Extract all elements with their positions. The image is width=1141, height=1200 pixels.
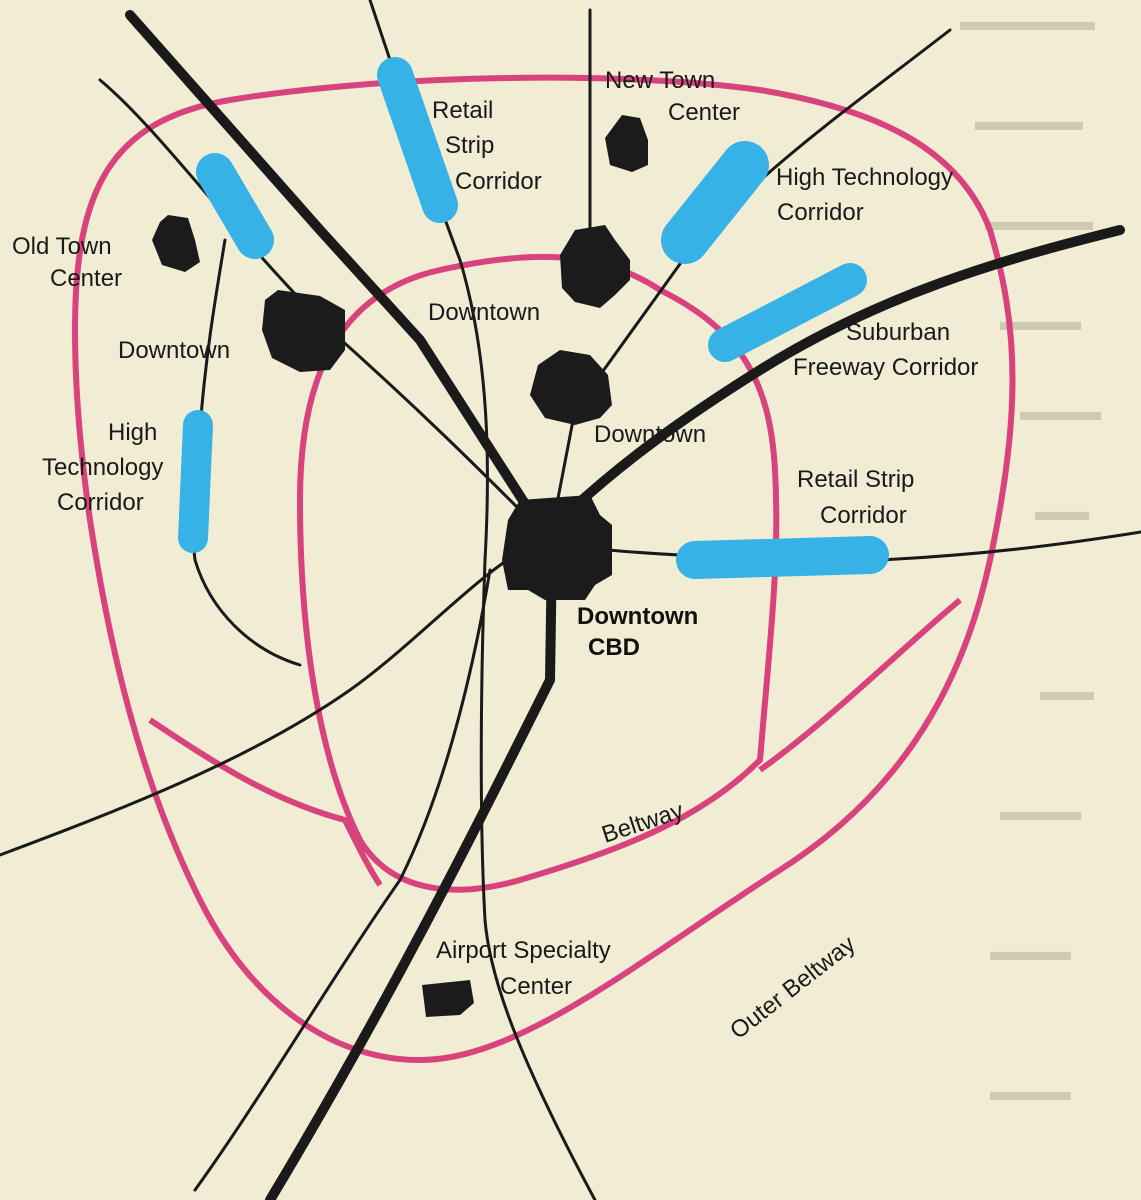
freeways bbox=[125, 10, 1125, 1200]
label-new-town-center: New Town bbox=[605, 67, 715, 94]
label-retail-strip-e-2: Corridor bbox=[820, 502, 907, 529]
label-downtown-north: Downtown bbox=[428, 299, 540, 326]
svg-text:▬▬: ▬▬ bbox=[1040, 676, 1094, 706]
airport-center-icon bbox=[422, 980, 474, 1017]
new-town-center-icon bbox=[605, 115, 648, 172]
label-high-tech-w: High bbox=[108, 419, 157, 446]
label-retail-strip-nw: Retail bbox=[432, 97, 493, 124]
label-old-town-center-2: Center bbox=[50, 265, 122, 292]
svg-text:▬▬▬▬▬: ▬▬▬▬▬ bbox=[960, 6, 1095, 36]
svg-text:▬▬▬▬: ▬▬▬▬ bbox=[985, 206, 1093, 236]
retail-strip-corridor-e bbox=[676, 536, 889, 579]
label-high-tech-w-2: Technology bbox=[42, 454, 163, 481]
label-old-town-center: Old Town bbox=[12, 233, 112, 260]
label-beltway: Beltway bbox=[599, 797, 687, 849]
label-downtown-inner: Downtown bbox=[594, 421, 706, 448]
label-suburban-freeway-2: Freeway Corridor bbox=[793, 354, 978, 381]
svg-text:▬▬▬: ▬▬▬ bbox=[1020, 396, 1101, 426]
label-downtown-cbd: Downtown bbox=[577, 603, 698, 630]
downtown-cbd-icon bbox=[502, 495, 612, 600]
svg-text:▬▬▬: ▬▬▬ bbox=[1000, 796, 1081, 826]
downtown-inner-block-icon bbox=[530, 350, 612, 425]
corridors bbox=[178, 57, 889, 579]
label-downtown-cbd-2: CBD bbox=[588, 634, 640, 661]
bleed-through-text: ▬▬▬▬▬ ▬▬▬▬ ▬▬▬▬ ▬▬▬ ▬▬▬ ▬▬ ▬▬ ▬▬▬ ▬▬▬ ▬▬… bbox=[960, 6, 1101, 1106]
high-technology-corridor-w bbox=[178, 410, 213, 553]
label-retail-strip-nw-3: Corridor bbox=[455, 168, 542, 195]
label-retail-strip-e: Retail Strip bbox=[797, 466, 914, 493]
label-airport: Airport Specialty bbox=[436, 937, 611, 964]
beltway-ring bbox=[297, 253, 780, 893]
label-downtown-west: Downtown bbox=[118, 337, 230, 364]
old-town-center-icon bbox=[152, 215, 200, 272]
svg-text:▬▬▬: ▬▬▬ bbox=[990, 1076, 1071, 1106]
svg-text:▬▬: ▬▬ bbox=[1035, 496, 1089, 526]
suburban-freeway-corridor bbox=[708, 263, 867, 362]
retail-strip-corridor-nw bbox=[377, 57, 458, 223]
svg-text:▬▬▬▬: ▬▬▬▬ bbox=[975, 106, 1083, 136]
label-suburban-freeway: Suburban bbox=[846, 319, 950, 346]
urban-centers bbox=[152, 115, 648, 1017]
downtown-west-block-icon bbox=[262, 290, 345, 372]
label-retail-strip-nw-2: Strip bbox=[445, 132, 494, 159]
beltway-connector-se bbox=[758, 597, 962, 773]
outer-beltway-ring bbox=[72, 74, 1016, 1063]
high-technology-corridor-nw bbox=[196, 153, 274, 259]
svg-text:▬▬▬: ▬▬▬ bbox=[1000, 306, 1081, 336]
label-high-tech-ne: High Technology bbox=[776, 164, 953, 191]
label-new-town-center-2: Center bbox=[668, 99, 740, 126]
high-technology-corridor-ne bbox=[661, 141, 769, 264]
downtown-north-block-icon bbox=[560, 225, 630, 308]
svg-text:▬▬▬: ▬▬▬ bbox=[990, 936, 1071, 966]
beltway-connector-sw bbox=[148, 717, 383, 887]
label-high-tech-w-3: Corridor bbox=[57, 489, 144, 516]
label-airport-2: Center bbox=[500, 973, 572, 1000]
label-outer-beltway: Outer Beltway bbox=[725, 931, 860, 1045]
label-high-tech-ne-2: Corridor bbox=[777, 199, 864, 226]
